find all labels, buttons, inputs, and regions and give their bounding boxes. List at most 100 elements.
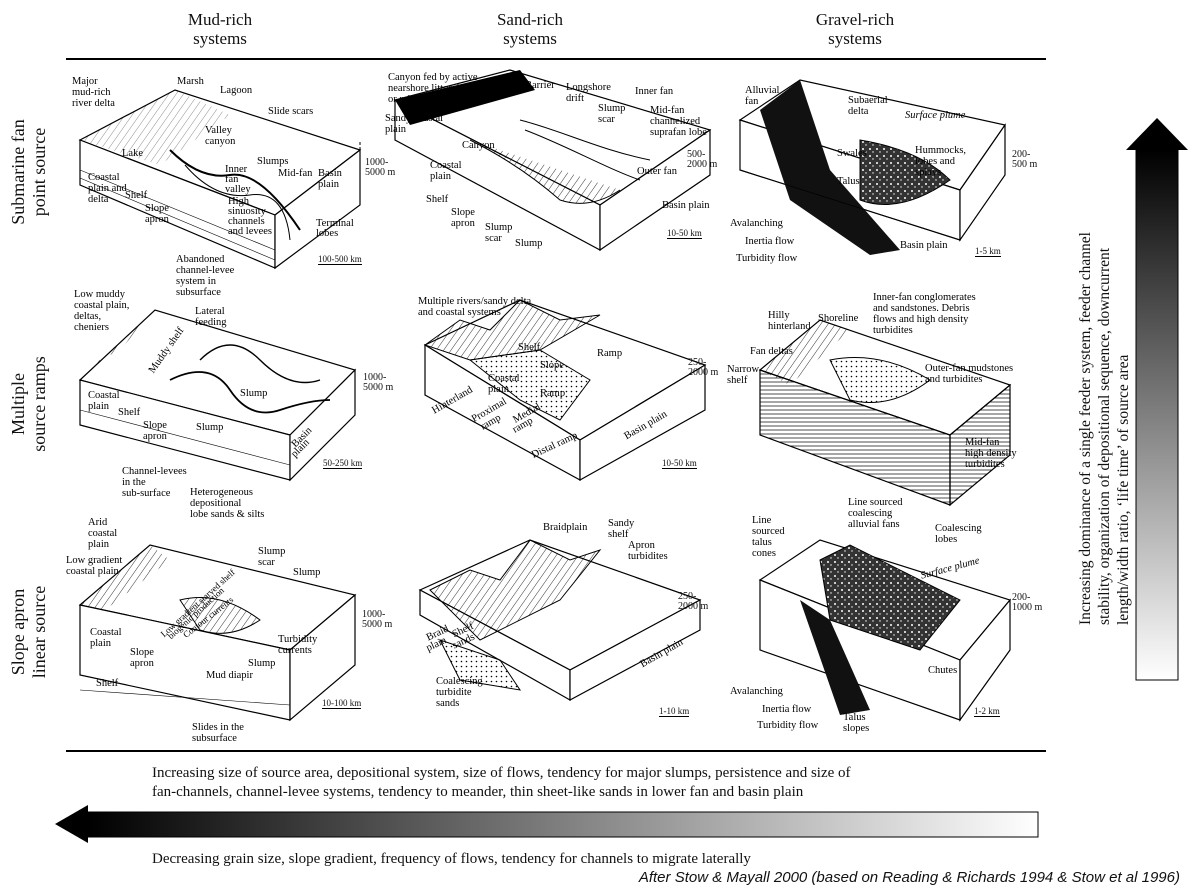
label: splays [915, 167, 942, 178]
label: depositional [190, 498, 242, 509]
depth-label: 500 m [1012, 159, 1038, 170]
label: Barrier [525, 80, 555, 91]
label: Alluvial [745, 85, 780, 96]
block-mud-ramps [78, 309, 357, 482]
bottom-rule [66, 750, 1046, 752]
label: plain [88, 401, 109, 412]
label: apron [143, 431, 167, 442]
column-header-line: Mud-rich [187, 10, 253, 29]
label: feeding [195, 317, 227, 328]
label: Sandy coastal [385, 113, 444, 124]
column-header-line: systems [828, 29, 882, 48]
label: Slope [143, 420, 167, 431]
depth-label: 5000 m [363, 382, 394, 393]
label: plain [318, 179, 339, 190]
depth-label: 1000 m [1012, 602, 1043, 613]
label: apron [145, 214, 169, 225]
label: system in [176, 276, 216, 287]
label: scar [485, 233, 502, 244]
depth-label: 250- [678, 591, 697, 602]
scale-bar: 100-500 km [318, 254, 362, 265]
label: Lateral [195, 306, 225, 317]
label: Slump [240, 388, 268, 399]
label: subsurface [192, 733, 237, 744]
label: coastal plain [66, 566, 119, 577]
label: shelf [608, 529, 629, 540]
label: Line [752, 515, 772, 526]
label: Chutes [928, 665, 958, 676]
label: Mid-fan [965, 437, 1000, 448]
caption-line: stability, organization of depositional … [1096, 247, 1113, 625]
label: flows and high density [873, 314, 969, 325]
block-gravel-point [738, 79, 1007, 255]
label: canyon [205, 136, 236, 147]
label: fan [745, 96, 759, 107]
depth-label: 200- [1012, 592, 1031, 603]
label: lobes [316, 228, 339, 239]
label: Coalescing [935, 523, 982, 534]
bottom-caption-decreasing: Decreasing grain size, slope gradient, f… [152, 851, 751, 867]
label: Coalescing [436, 676, 483, 687]
label: in the [122, 477, 146, 488]
label: Slump [515, 238, 543, 249]
label: Turbidity flow [736, 253, 798, 264]
caption-line: Increasing size of source area, depositi… [152, 765, 851, 781]
label: deltas, [74, 311, 102, 322]
label: turbidites [965, 459, 1005, 470]
block-sand-apron [418, 539, 702, 702]
label: Major [72, 76, 98, 87]
depth-label: 200- [1012, 149, 1031, 160]
label: Slump [248, 658, 276, 669]
label: Slope [130, 647, 154, 658]
label: scar [258, 557, 275, 568]
label: Shoreline [818, 313, 859, 324]
label: Slump [196, 422, 224, 433]
label: Slope [451, 207, 475, 218]
label: Turbidity [278, 634, 318, 645]
label: hinterland [768, 321, 811, 332]
label: Canyon fed by active [388, 72, 478, 83]
right-vertical-arrow [1126, 118, 1188, 681]
label: Coastal [88, 172, 120, 183]
label: subsurface [176, 287, 221, 298]
label: Heterogeneous [190, 487, 253, 498]
label: Fan deltas [750, 346, 793, 357]
label: Basin plain [900, 240, 948, 251]
label: drift [566, 93, 585, 104]
label: plain [385, 124, 406, 135]
scale-bar: 10-50 km [662, 458, 697, 469]
label: nearshore littoral drift [388, 83, 481, 94]
label: Avalanching [730, 218, 783, 229]
label: Apron [628, 540, 655, 551]
label: river delta [72, 98, 115, 109]
label: channels [228, 216, 265, 227]
label: channel-levee [176, 265, 235, 276]
label: Outer-fan mudstones [925, 363, 1014, 374]
column-header-line: systems [503, 29, 557, 48]
label: Inner-fan conglomerates [873, 292, 976, 303]
depth-label: 2000 m [687, 159, 718, 170]
block-mud-point [78, 89, 362, 270]
label: Slide scars [268, 106, 314, 117]
label: turbidite [436, 687, 472, 698]
label: Basin [318, 168, 342, 179]
label: high density [965, 448, 1017, 459]
label: High [228, 196, 249, 207]
label: alluvial fans [848, 519, 900, 530]
depth-label: 2000 m [678, 601, 709, 612]
label: sourced [752, 526, 785, 537]
label: Inner [225, 164, 248, 175]
label: and coastal systems [418, 307, 501, 318]
label: Subaerial [848, 95, 888, 106]
column-header-mud: Mud-rich systems [165, 10, 275, 48]
label: plain [488, 384, 509, 395]
label: and turbidites [925, 374, 983, 385]
label: plain [90, 638, 111, 649]
label: and sandstones. Debris [873, 303, 970, 314]
right-arrow-caption: Increasing dominance of a single feeder … [1076, 145, 1136, 625]
label: cheniers [74, 322, 109, 333]
scale-bar: 1-10 km [659, 706, 690, 717]
label: plain [88, 539, 109, 550]
label: Ramp [597, 348, 623, 359]
label: Abandoned [176, 254, 225, 265]
